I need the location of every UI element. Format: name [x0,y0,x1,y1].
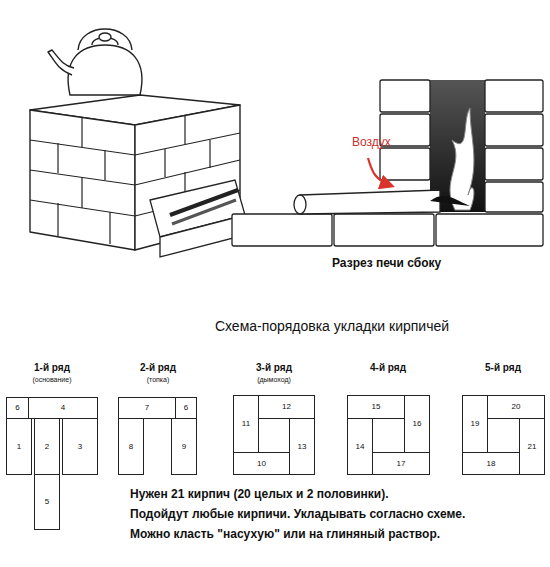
brick-number: 10 [257,460,266,468]
row-heading: 2-й ряд [140,362,176,374]
brick-number: 1 [17,443,21,451]
air-label: Воздух [352,136,391,150]
brick: 4 [28,397,98,419]
brick-number: 17 [397,460,406,468]
section-caption: Разрез печи сбоку [332,257,441,271]
brick: 9 [171,418,197,475]
brick: 12 [258,395,315,419]
brick: 18 [462,452,520,475]
row-heading: 1-й ряд [34,362,70,374]
brick-number: 20 [512,403,521,411]
brick-number: 5 [45,498,49,506]
brick: 3 [62,418,98,475]
note-text: Можно класть "насухую" или на глиняный р… [130,528,440,542]
brick-number: 7 [145,404,149,412]
row-heading: (топка) [147,376,170,384]
scheme-title: Схема-порядовка укладки кирпичей [215,318,449,334]
brick: 17 [372,452,430,475]
brick: 6 [175,397,197,419]
brick-number: 4 [61,404,65,412]
brick-number: 15 [372,403,381,411]
row-heading: (дымоход) [257,376,291,384]
brick: 8 [118,418,144,475]
brick-number: 12 [282,403,291,411]
brick: 14 [347,418,373,475]
brick-number: 21 [528,443,537,451]
row-heading: 4-й ряд [370,362,406,374]
brick: 1 [6,418,32,475]
brick: 2 [34,418,60,475]
brick: 10 [233,452,290,475]
brick-number: 6 [184,404,188,412]
row-heading: 5-й ряд [485,362,521,374]
brick-number: 14 [356,443,365,451]
brick-number: 2 [45,443,49,451]
brick-number: 19 [471,420,480,428]
brick: 21 [519,418,545,475]
brick: 5 [34,474,60,530]
brick: 7 [118,397,176,419]
brick: 19 [462,395,488,453]
brick: 15 [347,395,405,419]
note-text: Нужен 21 кирпич (20 целых и 2 половинки)… [130,488,389,502]
brick-number: 13 [298,443,307,451]
brick-number: 6 [15,404,19,412]
row-heading: 3-й ряд [256,362,292,374]
brick-number: 9 [182,443,186,451]
brick: 20 [487,395,545,419]
brick: 16 [404,395,430,453]
note-text: Подойдут любые кирпичи. Укладывать согла… [130,508,465,522]
brick-number: 18 [487,460,496,468]
brick: 6 [6,397,29,419]
brick: 11 [233,395,259,453]
brick-number: 16 [413,420,422,428]
brick-number: 11 [242,420,250,428]
brick: 13 [289,418,315,475]
row-heading: (основание) [32,376,71,384]
brick-number: 8 [129,443,133,451]
brick-number: 3 [78,443,82,451]
